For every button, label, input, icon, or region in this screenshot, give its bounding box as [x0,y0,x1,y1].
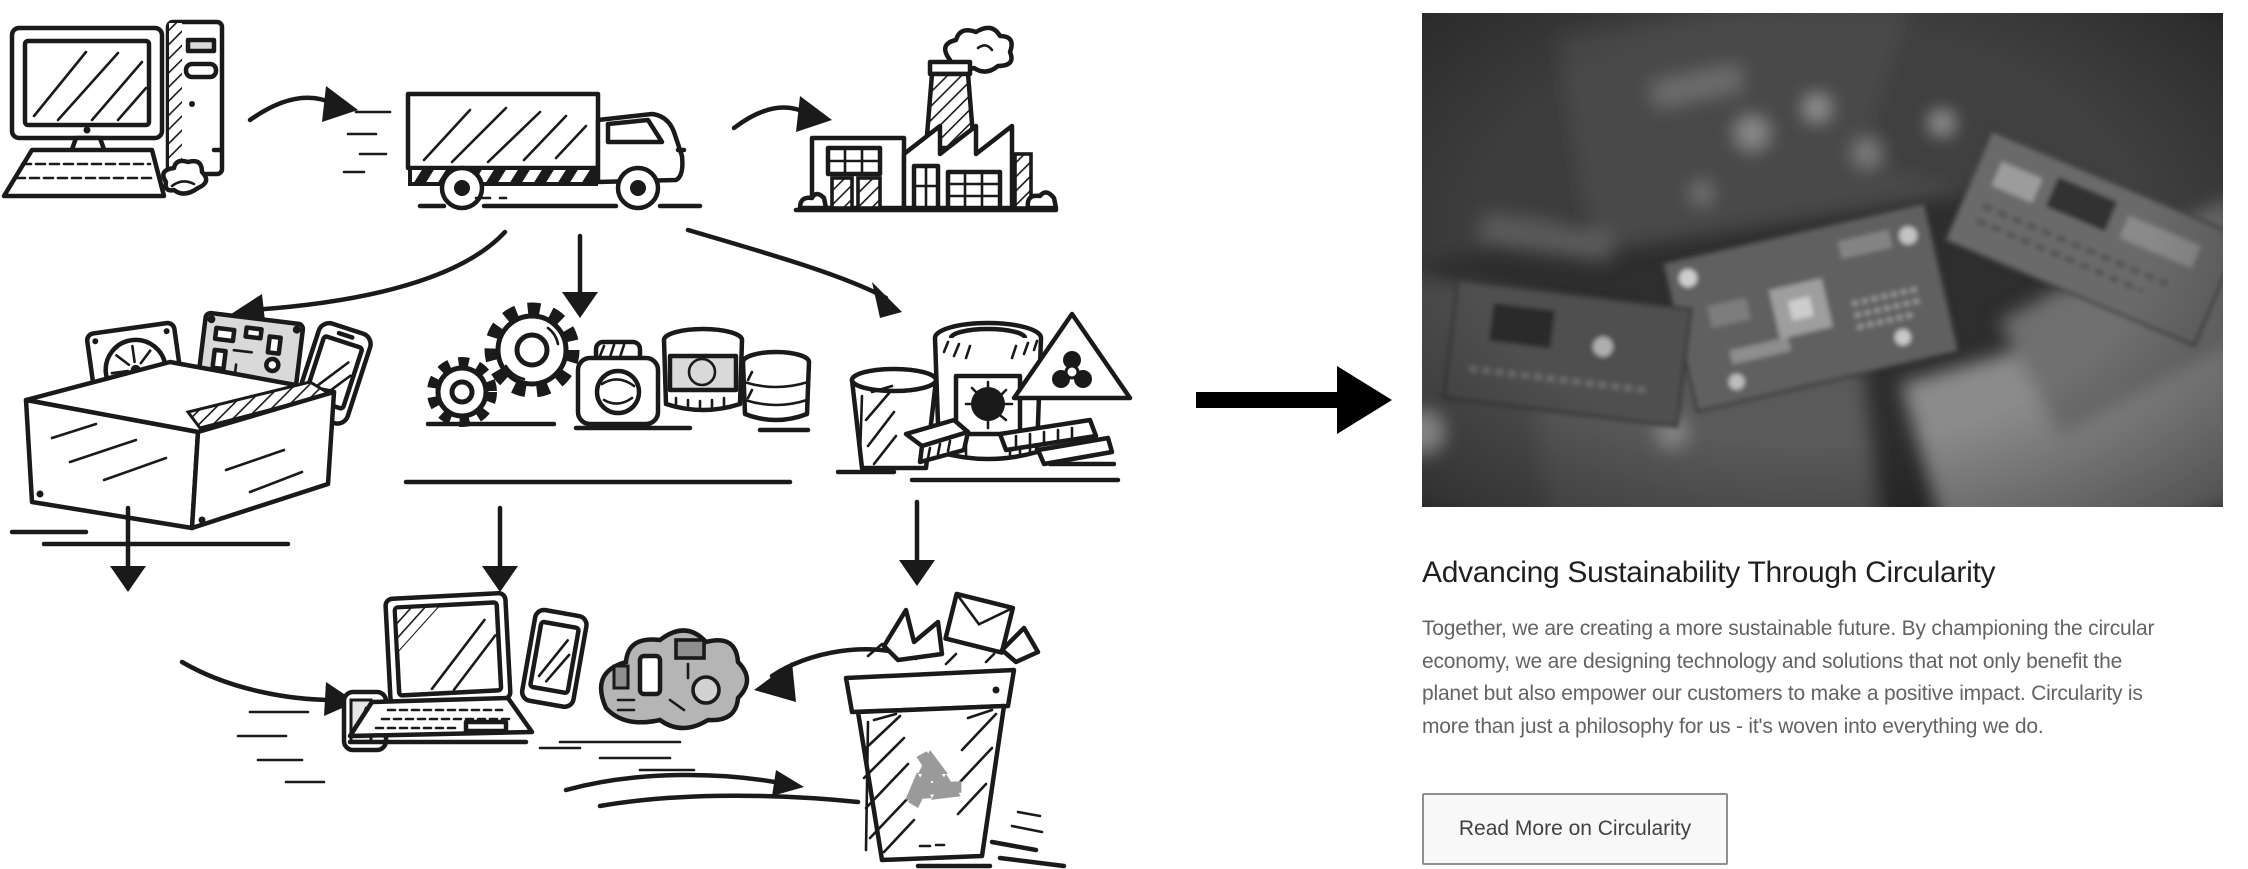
read-more-button[interactable]: Read More on Circularity [1422,793,1728,865]
branch-arrow-right-icon [685,227,902,318]
arrow-down-icon [899,499,935,586]
e-waste-circuit-boards-photo [1422,13,2223,507]
hazardous-waste-barrels-icon [835,311,1133,483]
arrow-down-icon [110,505,146,592]
intro-paragraph: Together, we are creating a more sustain… [1422,613,2226,743]
recycling-bin-icon [843,591,1067,869]
page-title: Advancing Sustainability Through Circula… [1422,556,1996,589]
material-jars-icon [403,326,812,485]
lifecycle-illustration [1,19,1133,869]
delivery-truck-icon [342,91,703,211]
curved-arrow-right-icon [731,96,832,132]
branch-arrow-left-icon [228,229,508,330]
factory-icon [793,25,1059,213]
biohazard-triangle-icon [1011,311,1133,401]
curved-arrow-right-icon [247,86,358,123]
recovered-components-icon [598,628,750,731]
arrow-left-curved-icon [179,659,356,716]
paragraph-line: more than just a philosophy for us - it'… [1422,714,2044,738]
arrow-right-small-icon [563,770,861,809]
refurbished-devices-icon [236,590,750,784]
arrow-down-icon [482,505,518,592]
paragraph-line: planet but also empower our customers to… [1422,682,2143,705]
flow-arrow-right-icon [1196,366,1392,434]
branch-arrow-down-icon [562,233,598,318]
gears-icon [425,302,580,427]
paragraph-line: economy, we are designing technology and… [1422,649,2123,673]
paragraph-line: Together, we are creating a more sustain… [1422,617,2155,640]
right-panel: Advancing Sustainability Through Circula… [1422,13,2226,865]
spare-parts-box-icon [9,310,373,547]
desktop-computer-icon [1,19,225,199]
